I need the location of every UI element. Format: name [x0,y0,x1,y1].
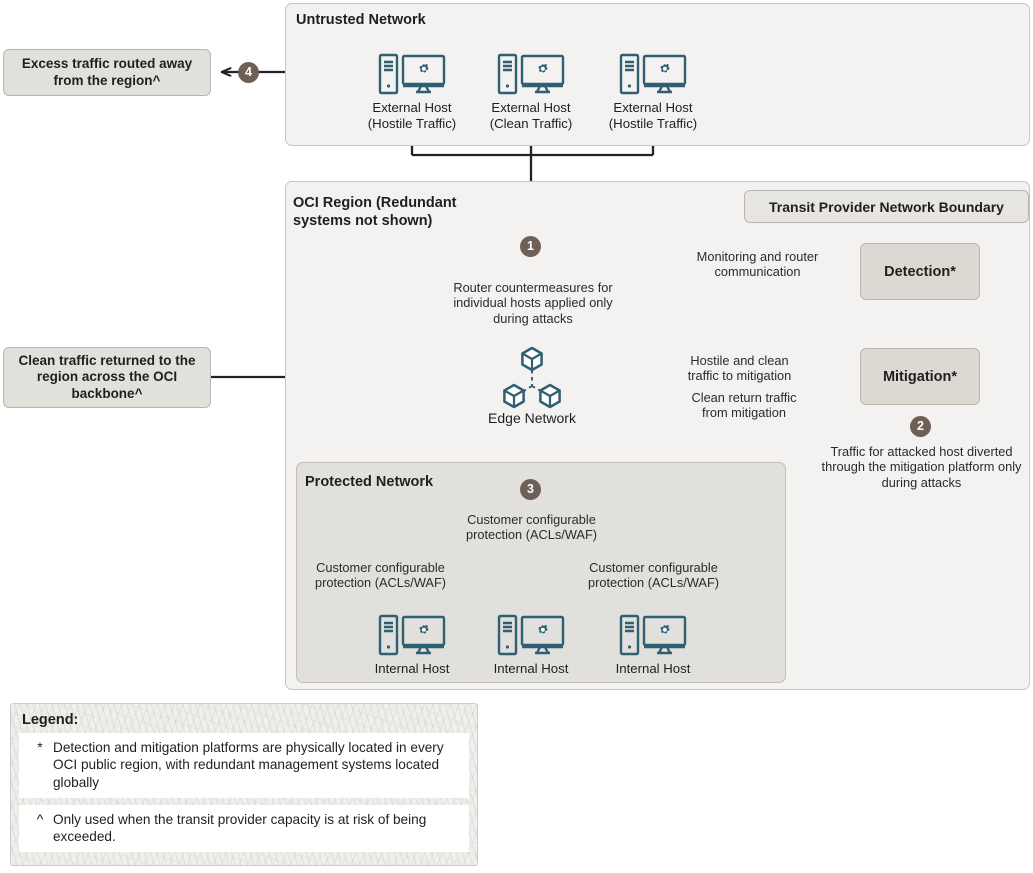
external-host-3: External Host (Hostile Traffic) [593,52,713,132]
internal-host-1-label: Internal Host [374,661,450,676]
annotation-router-countermeasures: Router countermeasures for individual ho… [453,280,613,326]
step-badge-3: 3 [520,479,541,500]
legend-item: * Detection and mitigation platforms are… [19,733,469,798]
internal-host-3: Internal Host [593,613,713,677]
annotation-clean-return-traffic: Clean return traffic from mitigation [682,390,806,421]
external-host-1-label: External Host [372,100,452,115]
step-badge-4: 4 [238,62,259,83]
legend-panel: Legend: * Detection and mitigation platf… [10,703,478,866]
legend-title: Legend: [22,712,79,728]
annotation-acl-waf-left: Customer configurable protection (ACLs/W… [314,560,447,591]
annotation-traffic-diverted: Traffic for attacked host diverted throu… [821,444,1022,490]
step-badge-2: 2 [910,416,931,437]
edge-network-cubes-icon [503,346,561,409]
zone-untrusted-network: Untrusted Network [285,3,1030,146]
zone-untrusted-title: Untrusted Network [296,12,426,28]
computer-host-icon [378,53,446,95]
legend-text-caret: Only used when the transit provider capa… [53,811,427,844]
external-host-2-label: External Host [491,100,571,115]
edge-network-node [501,342,563,410]
external-host-2: External Host (Clean Traffic) [471,52,591,132]
legend-symbol-caret: ^ [36,810,44,827]
transit-provider-network-boundary-badge: Transit Provider Network Boundary [744,190,1029,223]
computer-host-icon [619,53,687,95]
mitigation-platform-box: Mitigation* [860,348,980,405]
legend-item: ^ Only used when the transit provider ca… [19,804,469,853]
internal-host-1: Internal Host [352,613,472,677]
annotation-acl-waf-center: Customer configurable protection (ACLs/W… [454,512,609,543]
annotation-monitoring-router-communication: Monitoring and router communication [672,249,843,280]
external-host-3-traffic: (Hostile Traffic) [608,115,698,131]
legend-symbol-asterisk: * [37,739,43,755]
zone-protected-title: Protected Network [305,474,434,490]
external-host-1: External Host (Hostile Traffic) [352,52,472,132]
external-host-3-label: External Host [613,100,693,115]
internal-host-3-label: Internal Host [615,661,691,676]
edge-network-label: Edge Network [488,410,576,426]
step-badge-1: 1 [520,236,541,257]
computer-host-icon [619,614,687,656]
internal-host-2-label: Internal Host [493,661,569,676]
callout-excess-traffic: Excess traffic routed away from the regi… [3,49,211,96]
external-host-2-traffic: (Clean Traffic) [489,115,573,131]
zone-oci-region-title: OCI Region (Redundant systems not shown) [293,195,457,229]
callout-clean-traffic-returned: Clean traffic returned to the region acr… [3,347,211,408]
computer-host-icon [497,53,565,95]
computer-host-icon [378,614,446,656]
external-host-1-traffic: (Hostile Traffic) [367,115,457,131]
annotation-hostile-clean-traffic: Hostile and clean traffic to mitigation [676,353,803,384]
computer-host-icon [497,614,565,656]
internal-host-2: Internal Host [471,613,591,677]
detection-platform-box: Detection* [860,243,980,300]
annotation-acl-waf-right: Customer configurable protection (ACLs/W… [587,560,720,591]
legend-text-asterisk: Detection and mitigation platforms are p… [53,740,444,790]
